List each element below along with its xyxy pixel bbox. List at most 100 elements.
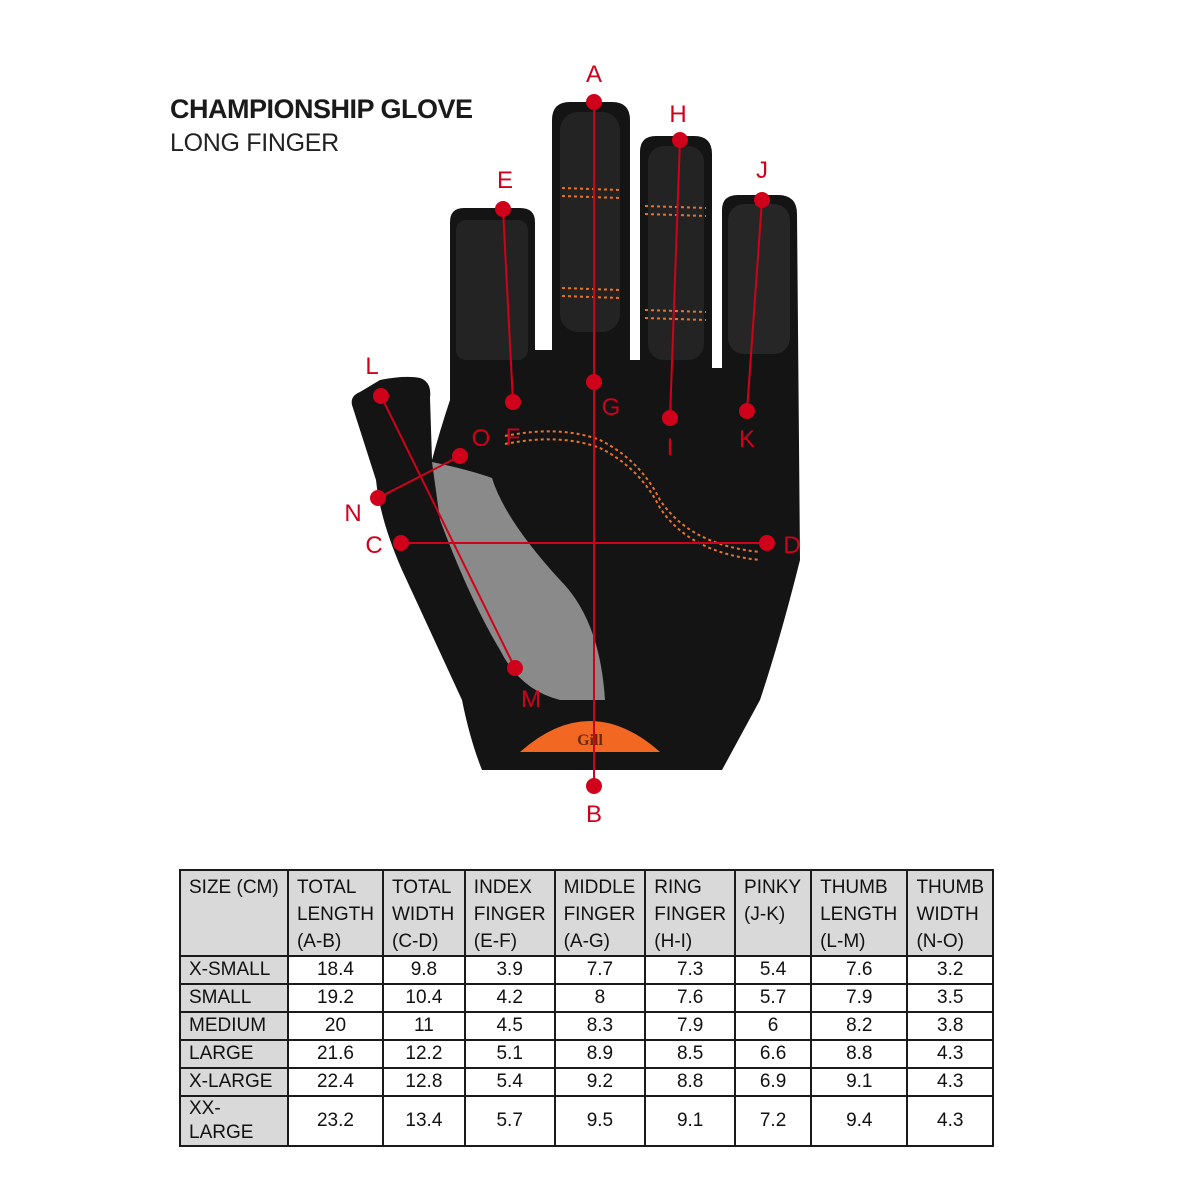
measurement-lines (377, 102, 767, 786)
point-l (373, 388, 389, 404)
measurement-cell: 8.8 (810, 1039, 909, 1069)
brand-logo-patch (520, 721, 660, 752)
palm-insert (432, 462, 605, 700)
measurement-cell: 7.6 (810, 955, 909, 985)
measurement-cell: 3.2 (906, 955, 994, 985)
size-chart-table: SIZE (CM) TOTAL LENGTH (A-B) TOTAL WIDTH… (179, 869, 994, 1147)
label-e: E (497, 167, 513, 194)
measurement-cell: 4.3 (906, 1095, 994, 1147)
measurement-cell: 5.4 (463, 1067, 556, 1097)
column-header: PINKY (J-K) (734, 869, 813, 957)
size-cell: LARGE (179, 1039, 289, 1069)
measurement-points (370, 94, 775, 794)
measurement-cell: 8.8 (644, 1067, 737, 1097)
measurement-cell: 9.1 (810, 1067, 909, 1097)
label-a: A (586, 61, 602, 88)
point-b (586, 778, 602, 794)
measurement-cell: 7.9 (644, 1011, 737, 1041)
point-m (507, 660, 523, 676)
size-cell: X-SMALL (179, 955, 289, 985)
measurement-cell: 7.6 (644, 983, 737, 1013)
point-i (662, 410, 678, 426)
column-header: RING FINGER (H-I) (644, 869, 737, 957)
measurement-cell: 10.4 (382, 983, 466, 1013)
point-h (672, 132, 688, 148)
label-l: L (365, 353, 378, 380)
label-o: O (472, 425, 491, 452)
measurement-cell: 22.4 (286, 1067, 385, 1097)
column-header: MIDDLE FINGER (A-G) (553, 869, 647, 957)
label-g: G (602, 394, 621, 421)
measurement-cell: 5.7 (463, 1095, 556, 1147)
measurement-cell: 12.2 (382, 1039, 466, 1069)
measurement-cell: 11 (382, 1011, 466, 1041)
line-e-f (502, 208, 514, 403)
measurement-cell: 4.2 (463, 983, 556, 1013)
column-header: THUMB WIDTH (N-O) (906, 869, 994, 957)
measurement-cell: 3.5 (906, 983, 994, 1013)
point-d (759, 535, 775, 551)
column-header: TOTAL LENGTH (A-B) (286, 869, 385, 957)
label-h: H (669, 101, 686, 128)
measurement-cell: 7.2 (734, 1095, 813, 1147)
measurement-cell: 20 (286, 1011, 385, 1041)
measurement-cell: 19.2 (286, 983, 385, 1013)
column-header: INDEX FINGER (E-F) (463, 869, 556, 957)
label-b: B (586, 801, 602, 828)
column-header: THUMB LENGTH (L-M) (810, 869, 909, 957)
measurement-cell: 4.5 (463, 1011, 556, 1041)
page-subtitle: LONG FINGER (170, 129, 339, 157)
measurement-cell: 8.3 (553, 1011, 647, 1041)
measurement-cell: 8.2 (810, 1011, 909, 1041)
point-j (754, 192, 770, 208)
point-o (452, 448, 468, 464)
glove-diagram: Gill A B C D E F G H I (344, 61, 800, 828)
point-k (739, 403, 755, 419)
measurement-cell: 18.4 (286, 955, 385, 985)
measurement-cell: 7.9 (810, 983, 909, 1013)
point-f (505, 394, 521, 410)
page-title: CHAMPIONSHIP GLOVE (170, 94, 473, 124)
measurement-cell: 8.9 (553, 1039, 647, 1069)
measurement-cell: 13.4 (382, 1095, 466, 1147)
table-header-row: SIZE (CM) TOTAL LENGTH (A-B) TOTAL WIDTH… (179, 869, 994, 957)
measurement-cell: 21.6 (286, 1039, 385, 1069)
line-j-k (746, 199, 763, 412)
size-cell: XX-LARGE (179, 1095, 289, 1147)
measurement-cell: 3.8 (906, 1011, 994, 1041)
measurement-cell: 4.3 (906, 1039, 994, 1069)
measurement-cell: 9.2 (553, 1067, 647, 1097)
label-d: D (783, 532, 800, 559)
measurement-cell: 12.8 (382, 1067, 466, 1097)
measurement-cell: 4.3 (906, 1067, 994, 1097)
label-i: I (667, 434, 674, 461)
label-c: C (365, 532, 382, 559)
size-cell: SMALL (179, 983, 289, 1013)
measurement-cell: 5.7 (734, 983, 813, 1013)
measurement-cell: 6 (734, 1011, 813, 1041)
measurement-cell: 6.6 (734, 1039, 813, 1069)
measurement-cell: 9.5 (553, 1095, 647, 1147)
size-cell: MEDIUM (179, 1011, 289, 1041)
measurement-cell: 7.7 (553, 955, 647, 985)
line-l-m (380, 395, 516, 669)
label-j: J (756, 157, 768, 184)
point-n (370, 490, 386, 506)
measurement-cell: 7.3 (644, 955, 737, 985)
measurement-cell: 9.1 (644, 1095, 737, 1147)
measurement-cell: 5.1 (463, 1039, 556, 1069)
glove-illustration: Gill (351, 102, 800, 770)
line-n-o (377, 455, 461, 499)
size-cell: X-LARGE (179, 1067, 289, 1097)
measurement-cell: 8.5 (644, 1039, 737, 1069)
label-n: N (344, 500, 361, 527)
brand-logo: Gill (577, 732, 603, 749)
measurement-cell: 6.9 (734, 1067, 813, 1097)
measurement-cell: 3.9 (463, 955, 556, 985)
point-c (393, 535, 409, 551)
